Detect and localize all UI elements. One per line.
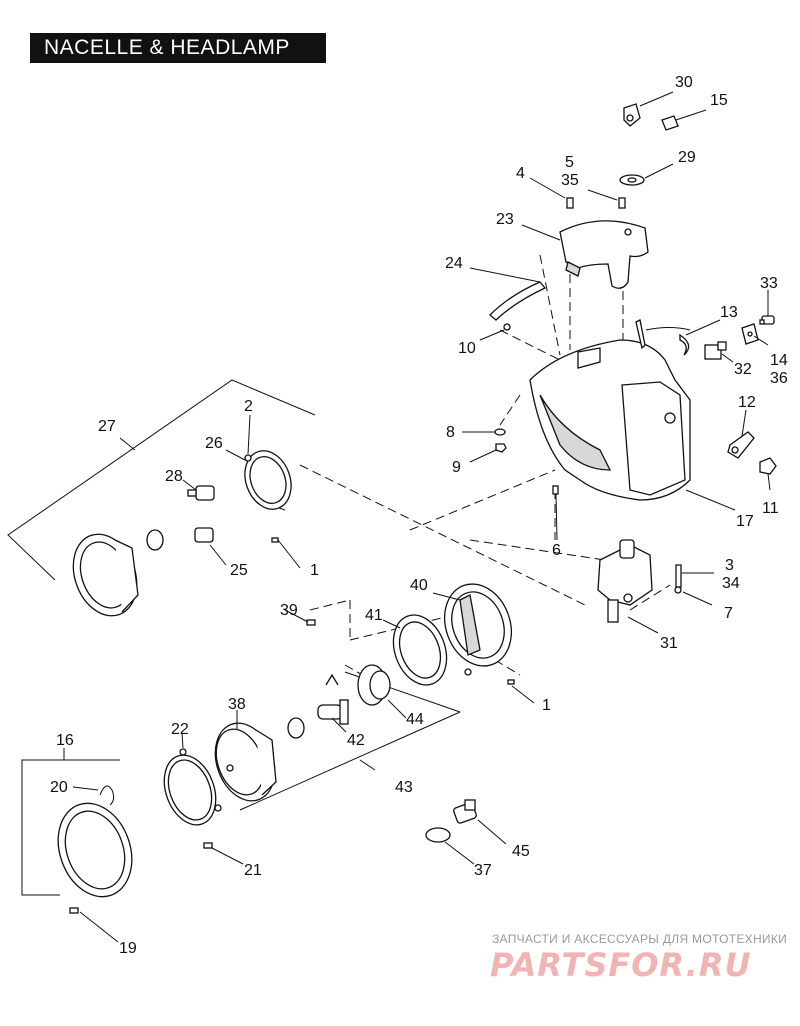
callout-31: 31 — [660, 635, 678, 652]
callout-41: 41 — [365, 607, 383, 624]
callout-13: 13 — [720, 304, 738, 321]
callout-19: 19 — [119, 940, 137, 957]
screw-39 — [306, 619, 316, 626]
callout-28: 28 — [165, 468, 183, 485]
callout-38: 38 — [228, 696, 246, 713]
callout-26: 26 — [205, 435, 223, 452]
washer-29 — [619, 174, 645, 186]
callout-5: 5 — [565, 154, 574, 171]
bracket-12 — [727, 431, 755, 459]
leader-lines — [72, 91, 771, 943]
switch-32 — [704, 341, 727, 360]
nut-9 — [495, 443, 507, 453]
screw-10 — [503, 323, 511, 331]
lens-38 — [214, 722, 277, 802]
nut-11 — [759, 457, 777, 475]
screw-1b — [507, 679, 515, 685]
bolt-3-34 — [674, 564, 682, 594]
callout-4: 4 — [516, 165, 525, 182]
housing-40 — [444, 583, 512, 667]
callout-33: 33 — [760, 275, 778, 292]
screw-44b — [464, 668, 472, 676]
screw-4 — [566, 197, 574, 209]
clip-15 — [661, 115, 679, 131]
headlamp-27 — [72, 533, 139, 617]
callout-1a: 1 — [310, 562, 319, 579]
socket-28 — [187, 485, 215, 501]
callout-21: 21 — [244, 862, 262, 879]
bolt-33 — [759, 315, 775, 325]
watermark-caption: ЗАПЧАСТИ И АКСЕССУАРЫ ДЛЯ МОТОТЕХНИКИ — [492, 932, 788, 946]
callout-17: 17 — [736, 513, 754, 530]
socket-45 — [453, 799, 477, 824]
callout-20: 20 — [50, 779, 68, 796]
bulb-37 — [425, 827, 451, 843]
callout-9: 9 — [452, 459, 461, 476]
callout-12: 12 — [738, 394, 756, 411]
bulb-25 — [146, 527, 214, 551]
callout-15: 15 — [710, 92, 728, 109]
visor-ring-16 — [57, 802, 133, 898]
retaining-ring-41 — [392, 614, 448, 686]
bulb-42 — [287, 673, 349, 739]
page-title: NACELLE & HEADLAMP — [30, 33, 326, 63]
screw-19 — [69, 907, 79, 914]
callout-11: 11 — [762, 500, 779, 517]
callout-29: 29 — [678, 149, 696, 166]
washer-8 — [494, 428, 506, 436]
callout-25: 25 — [230, 562, 248, 579]
callout-39: 39 — [280, 602, 298, 619]
callout-44: 44 — [406, 711, 424, 728]
trim-strip-24 — [489, 281, 547, 321]
callout-40: 40 — [410, 577, 428, 594]
screw-1a — [271, 537, 279, 543]
callout-37: 37 — [474, 862, 492, 879]
screw-6 — [552, 485, 559, 495]
callout-8: 8 — [446, 424, 455, 441]
callout-3: 3 — [725, 557, 734, 574]
plate-14-36 — [741, 323, 759, 345]
callout-1b: 1 — [542, 697, 551, 714]
callout-6: 6 — [552, 542, 561, 559]
callout-42: 42 — [347, 732, 365, 749]
assembly-bracket-16 — [21, 748, 120, 896]
watermark-logo: PARTSFOR.RU — [490, 946, 752, 984]
callout-22: 22 — [171, 721, 189, 738]
callout-36: 36 — [770, 370, 788, 387]
callout-43: 43 — [395, 779, 413, 796]
callout-14: 14 — [770, 352, 788, 369]
callout-10: 10 — [458, 340, 476, 357]
callout-2: 2 — [244, 398, 253, 415]
callout-34: 34 — [722, 575, 740, 592]
callout-23: 23 — [496, 211, 514, 228]
callout-30: 30 — [675, 74, 693, 91]
screw-21 — [203, 842, 213, 849]
trim-ring-22 — [163, 748, 222, 826]
callout-16: 16 — [56, 732, 74, 749]
assembly-bracket-27 — [7, 379, 316, 581]
mount-31 — [597, 539, 653, 623]
top-cover-23 — [559, 220, 649, 289]
nacelle-17 — [529, 339, 691, 501]
bracket-13 — [635, 319, 691, 356]
callout-7: 7 — [724, 605, 733, 622]
clip-30 — [623, 103, 641, 127]
callout-27: 27 — [98, 418, 116, 435]
callout-32: 32 — [734, 361, 752, 378]
callout-35: 35 — [561, 172, 579, 189]
socket-44 — [357, 664, 391, 706]
clip-20 — [99, 785, 115, 806]
ring-26 — [244, 450, 292, 510]
callout-45: 45 — [512, 843, 530, 860]
callout-labels: 30 15 5 29 4 35 23 24 33 13 10 14 32 36 … — [50, 74, 788, 957]
callout-24: 24 — [445, 255, 463, 272]
screw-5-35 — [618, 197, 626, 209]
